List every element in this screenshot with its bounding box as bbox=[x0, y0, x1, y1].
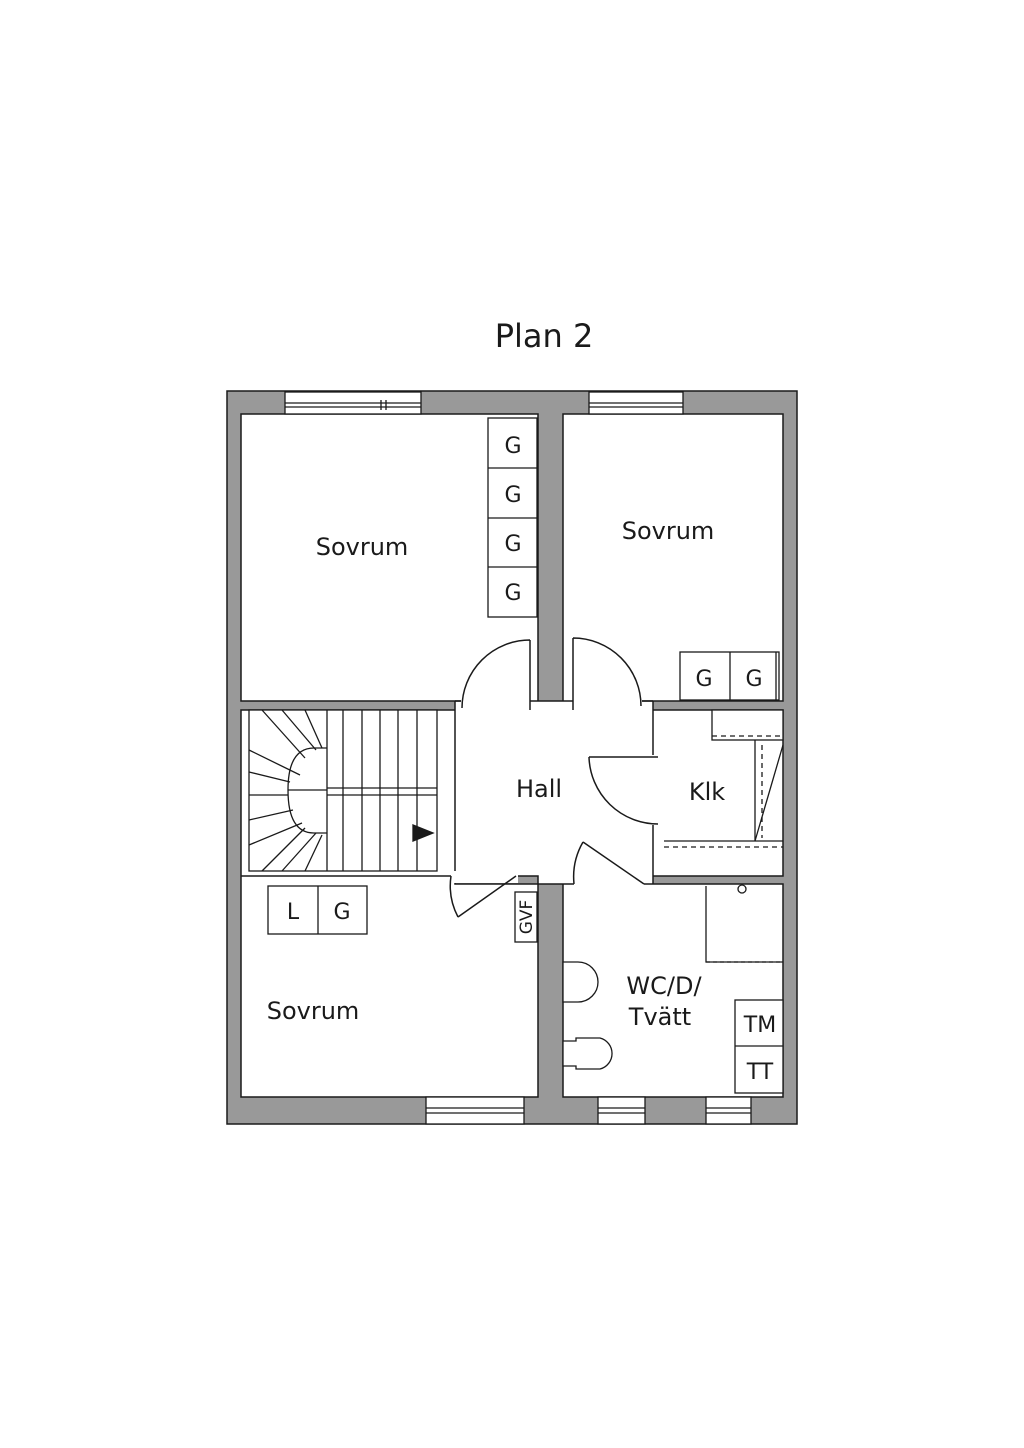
shower-icon bbox=[705, 886, 783, 963]
washer-label: TM bbox=[743, 1013, 776, 1038]
wardrobe-label: G bbox=[504, 483, 521, 508]
wardrobe-label: G bbox=[333, 900, 350, 925]
door-bedroom-top-right bbox=[572, 637, 642, 710]
sink-icon bbox=[562, 961, 599, 1003]
window-bathroom-1 bbox=[597, 1096, 646, 1125]
gvf-label: GVF bbox=[517, 900, 537, 935]
window-bathroom-2 bbox=[705, 1096, 752, 1125]
window-bottom-left bbox=[425, 1096, 525, 1125]
wardrobe-label: G bbox=[504, 434, 521, 459]
closet-shelving bbox=[664, 709, 784, 848]
doors bbox=[449, 637, 659, 918]
wardrobe-label: G bbox=[745, 667, 762, 692]
room-label-bedroom-bottom-left: Sovrum bbox=[267, 997, 360, 1025]
toilet-icon bbox=[562, 1037, 613, 1070]
room-label-hall: Hall bbox=[516, 775, 562, 803]
dryer-label: TT bbox=[746, 1060, 774, 1085]
staircase bbox=[248, 709, 438, 872]
wardrobe-label: G bbox=[695, 667, 712, 692]
plan-title: Plan 2 bbox=[495, 317, 594, 355]
room-label-bathroom-line2: Tvätt bbox=[628, 1003, 691, 1031]
room-label-bedroom-top-left: Sovrum bbox=[316, 533, 409, 561]
linen-label: L bbox=[287, 900, 300, 925]
wardrobe-label: G bbox=[504, 581, 521, 606]
door-closet bbox=[588, 756, 659, 825]
door-bedroom-bottom-left bbox=[449, 875, 517, 918]
windows bbox=[284, 391, 752, 1125]
linen-wardrobe bbox=[267, 885, 368, 935]
gvf-box bbox=[514, 891, 538, 943]
room-label-bedroom-top-right: Sovrum bbox=[622, 517, 715, 545]
wardrobe-pair bbox=[679, 651, 780, 701]
room-label-bathroom-line1: WC/D/ bbox=[626, 972, 702, 1000]
door-bathroom bbox=[572, 841, 645, 885]
bathroom-fixtures bbox=[562, 884, 784, 1094]
wardrobe-column bbox=[487, 417, 538, 618]
room-label-closet: Klk bbox=[689, 778, 725, 806]
door-bedroom-top-left bbox=[461, 639, 531, 710]
stair-direction-arrow-icon bbox=[412, 824, 435, 842]
wardrobe-label: G bbox=[504, 532, 521, 557]
